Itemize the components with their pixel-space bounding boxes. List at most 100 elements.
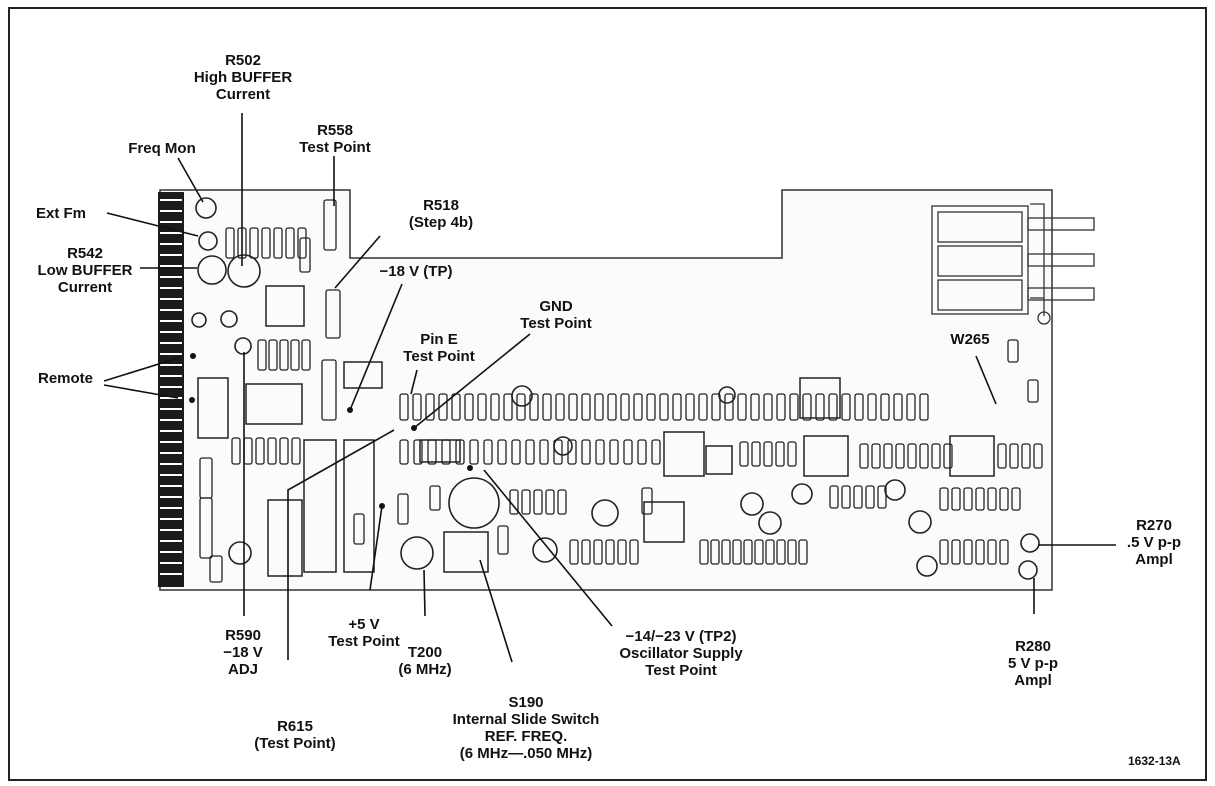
label-r542: R542 Low BUFFER Current (37, 245, 133, 296)
resistor-part (483, 439, 493, 465)
figure-border (8, 7, 1207, 781)
resistor-part (427, 439, 437, 465)
resistor-part (880, 393, 890, 421)
resistor-part (1009, 443, 1019, 469)
resistor-part (542, 393, 552, 421)
resistor-part (425, 393, 435, 421)
resistor-part (828, 393, 838, 421)
label-ext-fm: Ext Fm (36, 205, 87, 222)
resistor-part (567, 439, 577, 465)
resistor-part (412, 393, 422, 421)
resistor-part (555, 393, 565, 421)
resistor-part (399, 393, 409, 421)
resistor-part (711, 393, 721, 421)
resistor-part (290, 339, 300, 371)
resistor-part (497, 525, 509, 555)
resistor-part (581, 439, 591, 465)
resistor-part (854, 393, 864, 421)
resistor-part (963, 487, 973, 511)
integrated-circuits (197, 285, 995, 577)
label-s190: S190 Internal Slide Switch REF. FREQ. (6… (452, 694, 600, 762)
resistor-part (963, 539, 973, 565)
resistor-part (883, 443, 893, 469)
resistor-part (279, 339, 289, 371)
resistor-part (871, 443, 881, 469)
resistor-part (939, 539, 949, 565)
resistor-part (231, 437, 241, 465)
resistor-part (1021, 443, 1031, 469)
resistor-part (750, 393, 760, 421)
resistor-part (646, 393, 656, 421)
resistor-part (637, 439, 647, 465)
resistor-part (291, 437, 301, 465)
resistor-part (710, 539, 720, 565)
resistor-part (569, 539, 579, 565)
resistor-part (209, 555, 223, 583)
resistor-part (273, 227, 283, 259)
resistor-part (798, 539, 808, 565)
leader-lines (103, 113, 1116, 663)
label-pin-e: Pin E Test Point (403, 331, 475, 365)
label-gnd: GND Test Point (520, 298, 592, 332)
resistor-part (987, 487, 997, 511)
resistor-part (617, 539, 627, 565)
resistor-part (323, 199, 337, 251)
resistor-part (853, 485, 863, 509)
resistor-part (257, 339, 267, 371)
small-components (199, 199, 1043, 583)
resistor-part (721, 539, 731, 565)
resistor-part (521, 489, 531, 515)
resistor-part (975, 539, 985, 565)
resistor-part (997, 443, 1007, 469)
resistor-part (685, 393, 695, 421)
resistor-part (815, 393, 825, 421)
resistor-part (919, 443, 929, 469)
resistor-part (503, 393, 513, 421)
label-tp2: −14/−23 V (TP2) Oscillator Supply Test P… (619, 628, 743, 679)
label-remote: Remote (38, 370, 94, 387)
resistor-part (623, 439, 633, 465)
resistor-part (629, 539, 639, 565)
resistor-part (299, 237, 311, 273)
resistor-part (633, 393, 643, 421)
resistor-part (865, 485, 875, 509)
resistor-part (285, 227, 295, 259)
resistor-part (763, 441, 773, 467)
resistor-part (455, 439, 465, 465)
resistor-part (464, 393, 474, 421)
test-point-dots (189, 353, 473, 509)
resistor-part (267, 437, 277, 465)
resistor-part (441, 439, 451, 465)
resistor-part (593, 539, 603, 565)
label-r590: R590 −18 V ADJ (223, 627, 263, 678)
resistor-part (325, 289, 341, 339)
resistor-part (802, 393, 812, 421)
figure-number: 1632-13A (1128, 754, 1181, 768)
resistor-part (951, 539, 961, 565)
resistor-part (397, 493, 409, 525)
label-r502: R502 High BUFFER Current (193, 52, 293, 103)
resistor-part (609, 439, 619, 465)
label-r270: R270 .5 V p-p Ampl (1126, 517, 1182, 568)
resistor-part (620, 393, 630, 421)
resistor-part (199, 497, 213, 559)
resistor-part (877, 485, 887, 509)
resistor-part (743, 539, 753, 565)
resistor-part (776, 393, 786, 421)
resistor-part (763, 393, 773, 421)
resistor-part (516, 393, 526, 421)
resistor-part (581, 539, 591, 565)
resistor-part (787, 539, 797, 565)
label-plus5: +5 V Test Point (328, 616, 400, 650)
resistor-part (477, 393, 487, 421)
resistor-part (931, 443, 941, 469)
round-components (191, 197, 1040, 580)
resistor-part (893, 393, 903, 421)
resistor-part (301, 339, 311, 371)
label-r615: R615 (Test Point) (254, 718, 336, 752)
label-w265: W265 (950, 331, 990, 348)
right-connector-bracket (931, 203, 1095, 325)
resistor-part (429, 485, 441, 511)
resistor-part (737, 393, 747, 421)
